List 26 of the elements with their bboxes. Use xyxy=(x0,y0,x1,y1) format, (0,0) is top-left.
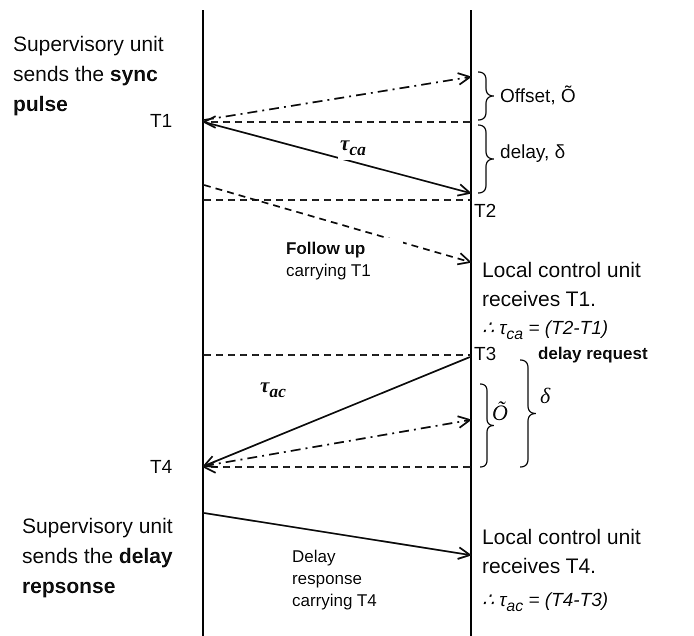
annotation-text: ∴ τ$_{ca}$ = (T2-T1) xyxy=(482,318,608,345)
timeline xyxy=(470,10,472,636)
annotation-text: Supervisory unit sends the delay repsonse xyxy=(22,514,174,600)
annotation-text: Offset, Õ xyxy=(500,86,576,108)
dashed-line xyxy=(204,199,470,201)
arrow xyxy=(204,512,471,560)
dashed-line xyxy=(204,354,470,356)
annotation-text: T4 xyxy=(150,457,172,479)
annotation-text: T1 xyxy=(150,111,172,133)
annotation-text: delay, δ xyxy=(500,142,566,164)
annotation-text: delay request xyxy=(538,343,648,365)
arrow xyxy=(203,460,470,474)
annotation-text: ∴ τ$_{ac}$ = (T4-T3) xyxy=(482,590,608,617)
annotation-text: Local control unit receives T4. xyxy=(482,525,642,580)
edge-label: Follow up carrying T1 xyxy=(284,238,403,282)
arrow xyxy=(203,356,470,468)
annotation-text: Õ xyxy=(492,402,508,424)
arrow xyxy=(203,115,470,129)
annotation-text: δ xyxy=(540,385,550,407)
arrow xyxy=(204,184,471,266)
arrow xyxy=(204,72,471,121)
annotation-text: Local control unit receives T1. xyxy=(482,258,642,313)
timeline xyxy=(202,10,204,636)
annotation-text: T2 xyxy=(474,201,496,223)
annotation-text: T3 xyxy=(474,344,496,366)
arrow xyxy=(204,121,471,197)
